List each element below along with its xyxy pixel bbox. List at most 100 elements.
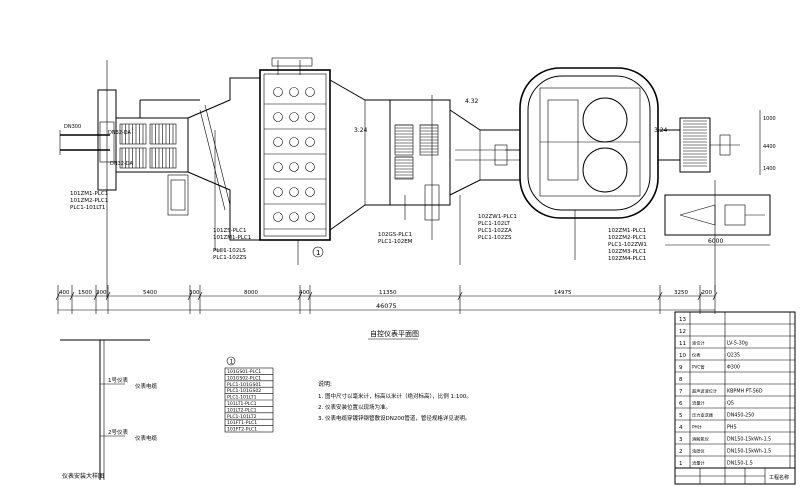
dim-vertical: 1000 — [763, 116, 776, 122]
pump-icon — [305, 87, 315, 97]
detail-label: 2号仪表 — [108, 428, 128, 436]
level-mark-2: 4.32 — [465, 98, 479, 105]
table-cell-name: 超声波液位计 — [692, 388, 717, 395]
table-cell-spec: Φ300 — [727, 365, 740, 371]
detail-label: 1号仪表 — [108, 376, 128, 384]
outlet-channel — [449, 109, 521, 196]
tag-list-item: PLC1-101LT1 — [227, 395, 257, 401]
tag-list-item: 101GS01-PLC1 — [227, 369, 261, 375]
dimension-right: 6000 — [708, 238, 723, 245]
table-cell-no: 7 — [679, 389, 683, 395]
note-2: 2. 仪表安装位置以现场为准。 — [318, 403, 391, 411]
pump-icon — [289, 137, 299, 147]
tag: PLC1-101LT1 — [70, 205, 105, 211]
detail-box-right — [664, 194, 771, 236]
tags-mid3: 102ZW1-PLC1 PLC1-102LT PLC1-102ZA PLC1-1… — [478, 214, 517, 241]
pump-icon — [305, 137, 315, 147]
table-cell-no: 5 — [679, 413, 683, 419]
table-cell-spec: PHS — [727, 425, 737, 431]
tag: 102ZM3-PLC1 — [608, 249, 646, 255]
distribution-funnel — [329, 79, 391, 231]
table-cell-name: 浊度仪 — [692, 448, 705, 455]
table-cell-spec: LV-5-30g — [727, 341, 748, 347]
dim-label: 14975 — [554, 290, 572, 296]
tag-list-item: 101LT1-PLC1 — [227, 401, 257, 407]
table-cell-name: 仪表 — [692, 352, 701, 359]
tag: PLC1-102ZW1 — [608, 242, 647, 248]
table-cell-spec: DN150-1.5 — [727, 461, 753, 467]
table-cell-spec: DN150-15kWh-1.5 — [727, 437, 771, 443]
tag-list-item: 101FT1-PLC1 — [227, 420, 257, 426]
level-mark-1: 3.24 — [354, 127, 368, 134]
note-3: 3. 仪表电缆穿镀锌钢管敷设DN200管道，管径规格详见说明。 — [318, 414, 470, 422]
tag: 101ZS-PLC1 — [213, 228, 246, 234]
tag: 102ZM2-PLC1 — [608, 235, 646, 241]
pump-icon — [289, 87, 299, 97]
table-cell-name: 压力变送器 — [692, 412, 714, 419]
tag-list-callout — [226, 356, 236, 366]
outlet-well — [658, 117, 740, 173]
pump-icon — [273, 162, 283, 172]
middle-tank — [389, 95, 451, 240]
transition-channel — [187, 77, 260, 241]
pipe-label-left: DN32-DA — [108, 130, 132, 136]
tags-mid1: 101ZS-PLC1 101ZM1-PLC1 PLC1-102LS PLC1-1… — [213, 228, 251, 261]
dim-label: 300 — [189, 290, 200, 296]
table-cell-no: 4 — [679, 425, 683, 431]
table-cell-name: PVC管 — [692, 364, 705, 371]
tag: PLC1-102LS — [213, 248, 246, 254]
tag-list-item: 101LT2-PLC1 — [227, 407, 257, 413]
detail-title: 仪表安装大样图 — [62, 472, 104, 480]
table-cell-no: 11 — [679, 341, 686, 347]
pump-icon — [305, 212, 315, 222]
pump-icon — [273, 137, 283, 147]
tag: PLC1-102ZS — [213, 255, 247, 261]
tag-list-callout-number: 1 — [230, 359, 234, 366]
table-cell-name: 液位计 — [692, 340, 705, 347]
dim-label: 1500 — [78, 290, 92, 296]
table-cell-spec: DN150-15kWh-1.5 — [727, 449, 771, 455]
pump-icon — [273, 87, 283, 97]
tag-list: 101GS01-PLC1101GS02-PLC1PLC1-101GS01PLC1… — [224, 356, 274, 433]
dim-vertical: 1400 — [763, 166, 776, 172]
plan-title: 自控仪表平面图 — [370, 329, 419, 338]
table-cell-no: 6 — [679, 401, 683, 407]
table-cell-no: 9 — [679, 365, 683, 371]
notes-heading: 说明: — [318, 380, 332, 388]
pump-icon — [289, 187, 299, 197]
pump-house — [259, 57, 331, 241]
dim-label: 400 — [59, 290, 70, 296]
tag: 101ZM1-PLC1 — [70, 191, 108, 197]
table-cell-name: PH计 — [692, 424, 702, 431]
dim-label: 11350 — [379, 290, 397, 296]
tag: 102GS-PLC1 — [378, 232, 412, 238]
pump-icon — [289, 162, 299, 172]
tag-list-item: PLC1-101GS02 — [227, 388, 261, 394]
table-cell-no: 12 — [679, 329, 686, 335]
tag: 102ZW1-PLC1 — [478, 214, 517, 220]
dim-label: 300 — [96, 290, 107, 296]
detail-label: 仪表电缆 — [135, 434, 158, 442]
table-cell-no: 2 — [679, 449, 683, 455]
inlet-pipe — [59, 60, 117, 230]
dimension-total: 46075 — [376, 302, 397, 310]
dim-label: 400 — [299, 290, 310, 296]
tag-list-item: 101GS02-PLC1 — [227, 375, 261, 381]
table-cell-no: 8 — [679, 377, 683, 383]
tag: 101ZM2-PLC1 — [70, 198, 108, 204]
inlet-label: DN300 — [64, 124, 81, 130]
tag-list-item: 101FT2-PLC1 — [227, 427, 257, 433]
tag: PLC1-102EM — [378, 239, 413, 245]
dim-vertical: 4400 — [763, 144, 776, 150]
table-cell-spec: QS — [727, 401, 734, 407]
tag: 102ZM1-PLC1 — [608, 228, 646, 234]
cable-routes — [106, 130, 716, 298]
tag-list-item: PLC1-101LT2 — [227, 414, 257, 420]
pump-icon — [273, 212, 283, 222]
pump-icon — [273, 187, 283, 197]
pump-icon — [289, 212, 299, 222]
tags-right: 102ZM1-PLC1 102ZM2-PLC1 PLC1-102ZW1 102Z… — [608, 228, 647, 262]
